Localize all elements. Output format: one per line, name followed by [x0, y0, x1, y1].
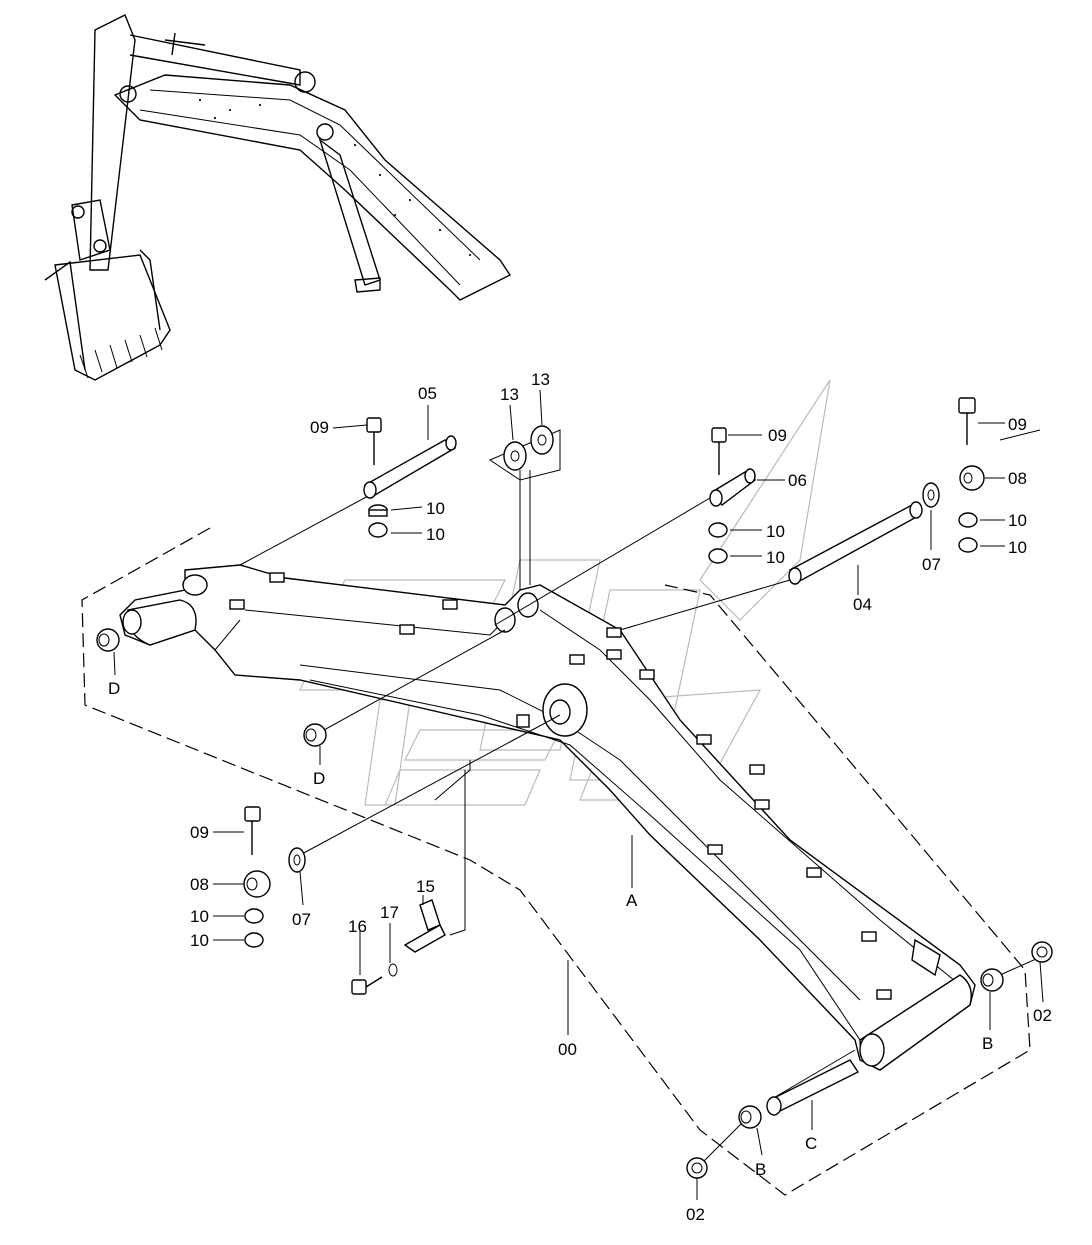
callout-pointers — [113, 389, 1044, 1200]
bushing-B-a — [738, 1105, 762, 1129]
nut-10-b — [368, 522, 388, 538]
callout-07: 07 — [922, 555, 941, 574]
bushing-D-a — [96, 628, 120, 652]
boom-body — [119, 564, 976, 1071]
excavator-overview-illustration — [44, 14, 512, 381]
bolt-09-d — [244, 806, 261, 855]
stipple — [198, 98, 472, 257]
callout-B: B — [755, 1160, 766, 1179]
bolt-09-b — [711, 427, 727, 475]
callout-10: 10 — [1008, 511, 1027, 530]
callout-02: 02 — [1033, 1006, 1052, 1025]
callout-10: 10 — [766, 522, 785, 541]
callout-C: C — [805, 1134, 817, 1153]
assembly-boundary — [81, 527, 1031, 1196]
bushing-B-b — [980, 968, 1004, 992]
callout-13: 13 — [531, 370, 550, 389]
collar-08-a — [959, 465, 985, 491]
leader-lines — [239, 429, 1046, 1166]
callout-labels: 09 05 10 10 13 13 09 06 10 10 04 07 09 0… — [108, 370, 1052, 1224]
collar-08-b — [243, 870, 271, 898]
nut-10-e — [958, 512, 978, 528]
callout-D: D — [313, 769, 325, 788]
callout-08: 08 — [1008, 469, 1027, 488]
callout-16: 16 — [348, 917, 367, 936]
callout-10: 10 — [766, 548, 785, 567]
callout-04: 04 — [853, 595, 872, 614]
callout-05: 05 — [418, 384, 437, 403]
bushing-D-b — [303, 723, 327, 747]
callout-00: 00 — [558, 1040, 577, 1059]
callout-B: B — [982, 1034, 993, 1053]
callout-08: 08 — [190, 875, 209, 894]
callout-10: 10 — [1008, 538, 1027, 557]
callout-10: 10 — [426, 499, 445, 518]
callout-D: D — [108, 679, 120, 698]
seal-02-b — [1031, 941, 1053, 963]
callout-A: A — [626, 891, 638, 910]
callout-02: 02 — [686, 1205, 705, 1224]
callout-09: 09 — [1008, 415, 1027, 434]
callout-10: 10 — [190, 931, 209, 950]
nut-10-h — [244, 932, 264, 948]
nut-10-a — [368, 504, 388, 517]
nut-10-d — [708, 548, 728, 564]
callout-06: 06 — [788, 471, 807, 490]
callout-10: 10 — [190, 907, 209, 926]
seal-02-a — [686, 1157, 708, 1179]
callout-09: 09 — [190, 823, 209, 842]
loose-parts — [96, 397, 1053, 1179]
bolt-16 — [351, 976, 383, 995]
nut-10-c — [708, 522, 728, 538]
bolt-09-c — [958, 397, 976, 445]
nut-10-f — [958, 537, 978, 553]
callout-15: 15 — [416, 877, 435, 896]
callout-10: 10 — [426, 525, 445, 544]
callout-09: 09 — [768, 426, 787, 445]
callout-13: 13 — [500, 385, 519, 404]
callout-17: 17 — [380, 903, 399, 922]
callout-07: 07 — [292, 910, 311, 929]
nut-10-g — [244, 908, 264, 924]
callout-09: 09 — [310, 418, 329, 437]
bolt-09-a — [366, 417, 382, 465]
